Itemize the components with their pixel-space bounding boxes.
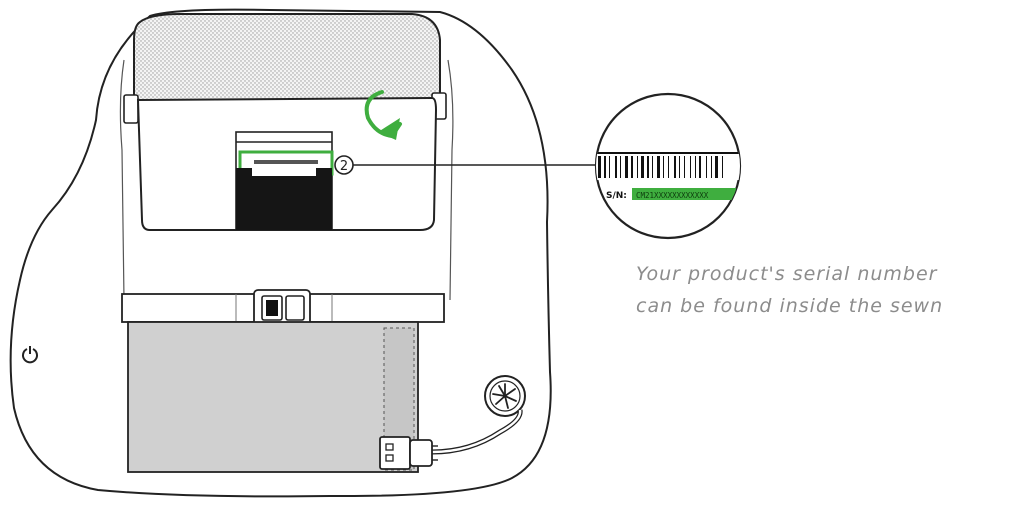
barcode-bar <box>609 156 610 178</box>
tag-text-strip <box>254 160 318 164</box>
serial-label: S/N: <box>606 191 627 201</box>
barcode-bar <box>695 156 696 178</box>
mesh-panel <box>133 13 441 101</box>
backpack-inner-contour-right <box>447 59 454 301</box>
barcode-bar <box>684 156 685 178</box>
barcode-bar <box>652 156 653 178</box>
left-strap-tab <box>123 94 139 124</box>
barcode-bar <box>706 156 707 178</box>
barcode-bar <box>722 156 723 178</box>
power-icon <box>22 346 38 364</box>
tag-dark-block <box>236 168 332 230</box>
serial-value: CM21XXXXXXXXXXXX <box>636 191 709 200</box>
serial-highlight <box>632 188 736 200</box>
barcode-bar <box>679 156 680 178</box>
barcode-bar <box>625 156 628 178</box>
usb-plug-icon <box>379 436 438 470</box>
barcode-bar <box>690 156 691 178</box>
fan-icon <box>484 375 526 417</box>
barcode-bar <box>674 156 676 178</box>
barcode-bar <box>715 156 718 178</box>
step-number: 2 <box>340 159 348 174</box>
barcode-bar <box>663 156 664 178</box>
barcode-bar <box>657 156 660 178</box>
rotate-arrow-head <box>378 118 400 140</box>
barcode-bar <box>620 156 621 178</box>
barcode-bar <box>598 156 601 178</box>
serial-number-caption: Your product's serial number can be foun… <box>636 258 1016 322</box>
barcode-bar <box>647 156 649 178</box>
barcode-bar <box>604 156 606 178</box>
barcode-icon <box>596 152 740 200</box>
barcode-bar <box>637 156 638 178</box>
barcode-bar <box>711 156 712 178</box>
lower-pocket <box>127 321 419 473</box>
barcode-bar <box>699 156 701 178</box>
backpack-inner-contour <box>119 59 125 301</box>
barcode-bar <box>631 156 633 178</box>
caption-line-1: Your product's serial number <box>636 263 938 285</box>
caption-line-2: can be found inside the sewn <box>636 295 944 317</box>
barcode-bar <box>641 156 644 178</box>
barcode-bar <box>615 156 617 178</box>
barcode-bar <box>668 156 669 178</box>
